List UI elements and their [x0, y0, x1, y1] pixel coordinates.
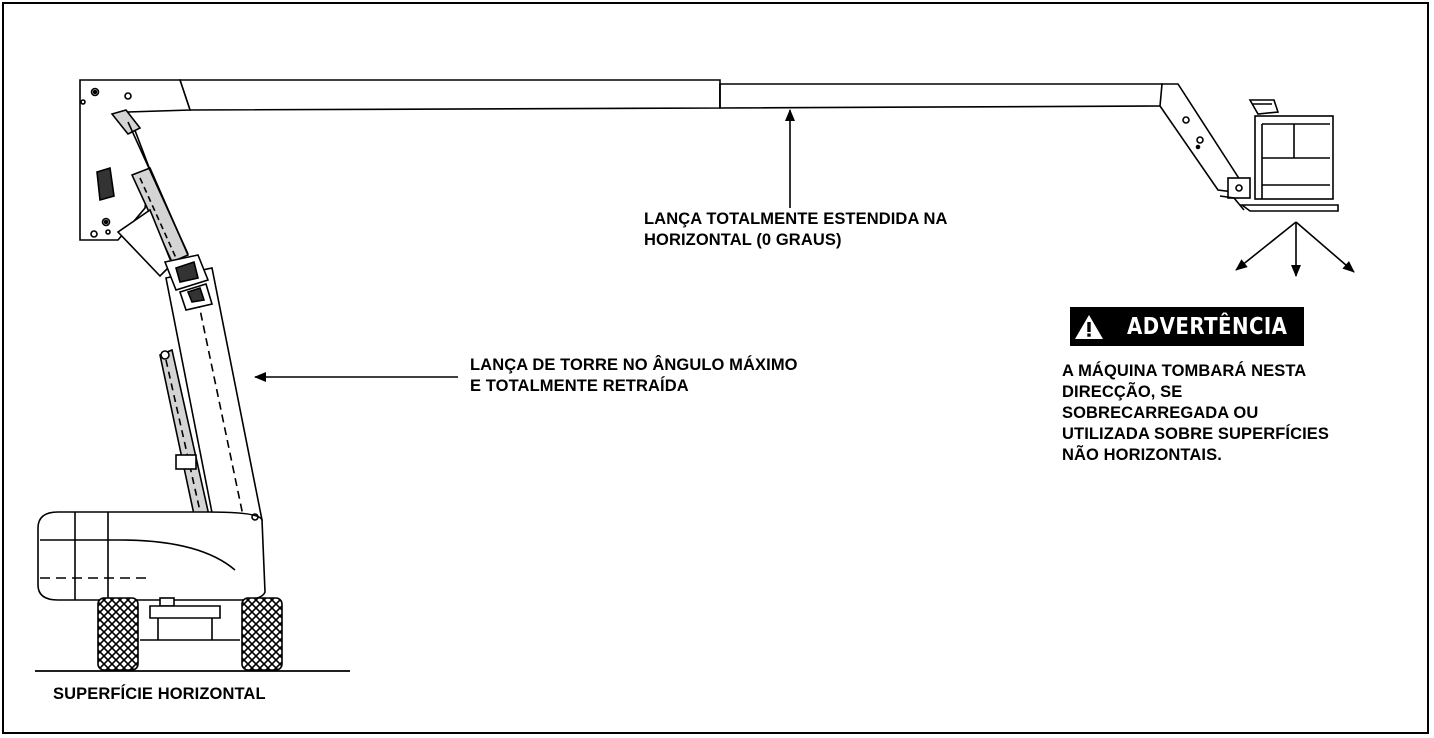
tower-label-line-1: LANÇA DE TORRE NO ÂNGULO MÁXIMO [470, 356, 798, 374]
warning-message: A MÁQUINA TOMBARÁ NESTA DIRECÇÃO, SE SOB… [1062, 361, 1329, 466]
warning-banner: ADVERTÊNCIA [1070, 307, 1304, 346]
turntable [37, 511, 266, 601]
rear-wheel [241, 597, 283, 671]
boom-label-line-2: HORIZONTAL (0 GRAUS) [644, 231, 842, 249]
horizontal-surface-label: SUPERFÍCIE HORIZONTAL [53, 684, 266, 705]
boom-extended-label: LANÇA TOTALMENTE ESTENDIDA NA HORIZONTAL… [644, 209, 948, 251]
warning-line-5: NÃO HORIZONTAIS. [1062, 446, 1222, 464]
main-boom-base-section [178, 79, 721, 111]
warning-line-4: UTILIZADA SOBRE SUPERFÍCIES [1062, 425, 1330, 443]
warning-line-2: DIRECÇÃO, SE [1062, 383, 1183, 401]
tip-arrow-right [1295, 221, 1355, 273]
platform-basket [1219, 99, 1339, 212]
boom-label-line-1: LANÇA TOTALMENTE ESTENDIDA NA [644, 210, 948, 228]
front-wheel [97, 597, 139, 671]
tower-label-line-2: E TOTALMENTE RETRAÍDA [470, 377, 689, 395]
warning-line-3: SOBRECARREGADA OU [1062, 404, 1259, 422]
jib-arm [1159, 83, 1241, 193]
boom-head-plate [79, 79, 192, 241]
tower-boom-label: LANÇA DE TORRE NO ÂNGULO MÁXIMO E TOTALM… [470, 355, 798, 397]
warning-triangle-icon [1074, 314, 1103, 339]
warning-line-1: A MÁQUINA TOMBARÁ NESTA [1062, 362, 1307, 380]
tip-arrow-left [1235, 221, 1297, 271]
main-boom-fly-section [719, 83, 1163, 109]
warning-banner-text: ADVERTÊNCIA [1126, 313, 1288, 340]
surface-label-text: SUPERFÍCIE HORIZONTAL [53, 685, 266, 703]
